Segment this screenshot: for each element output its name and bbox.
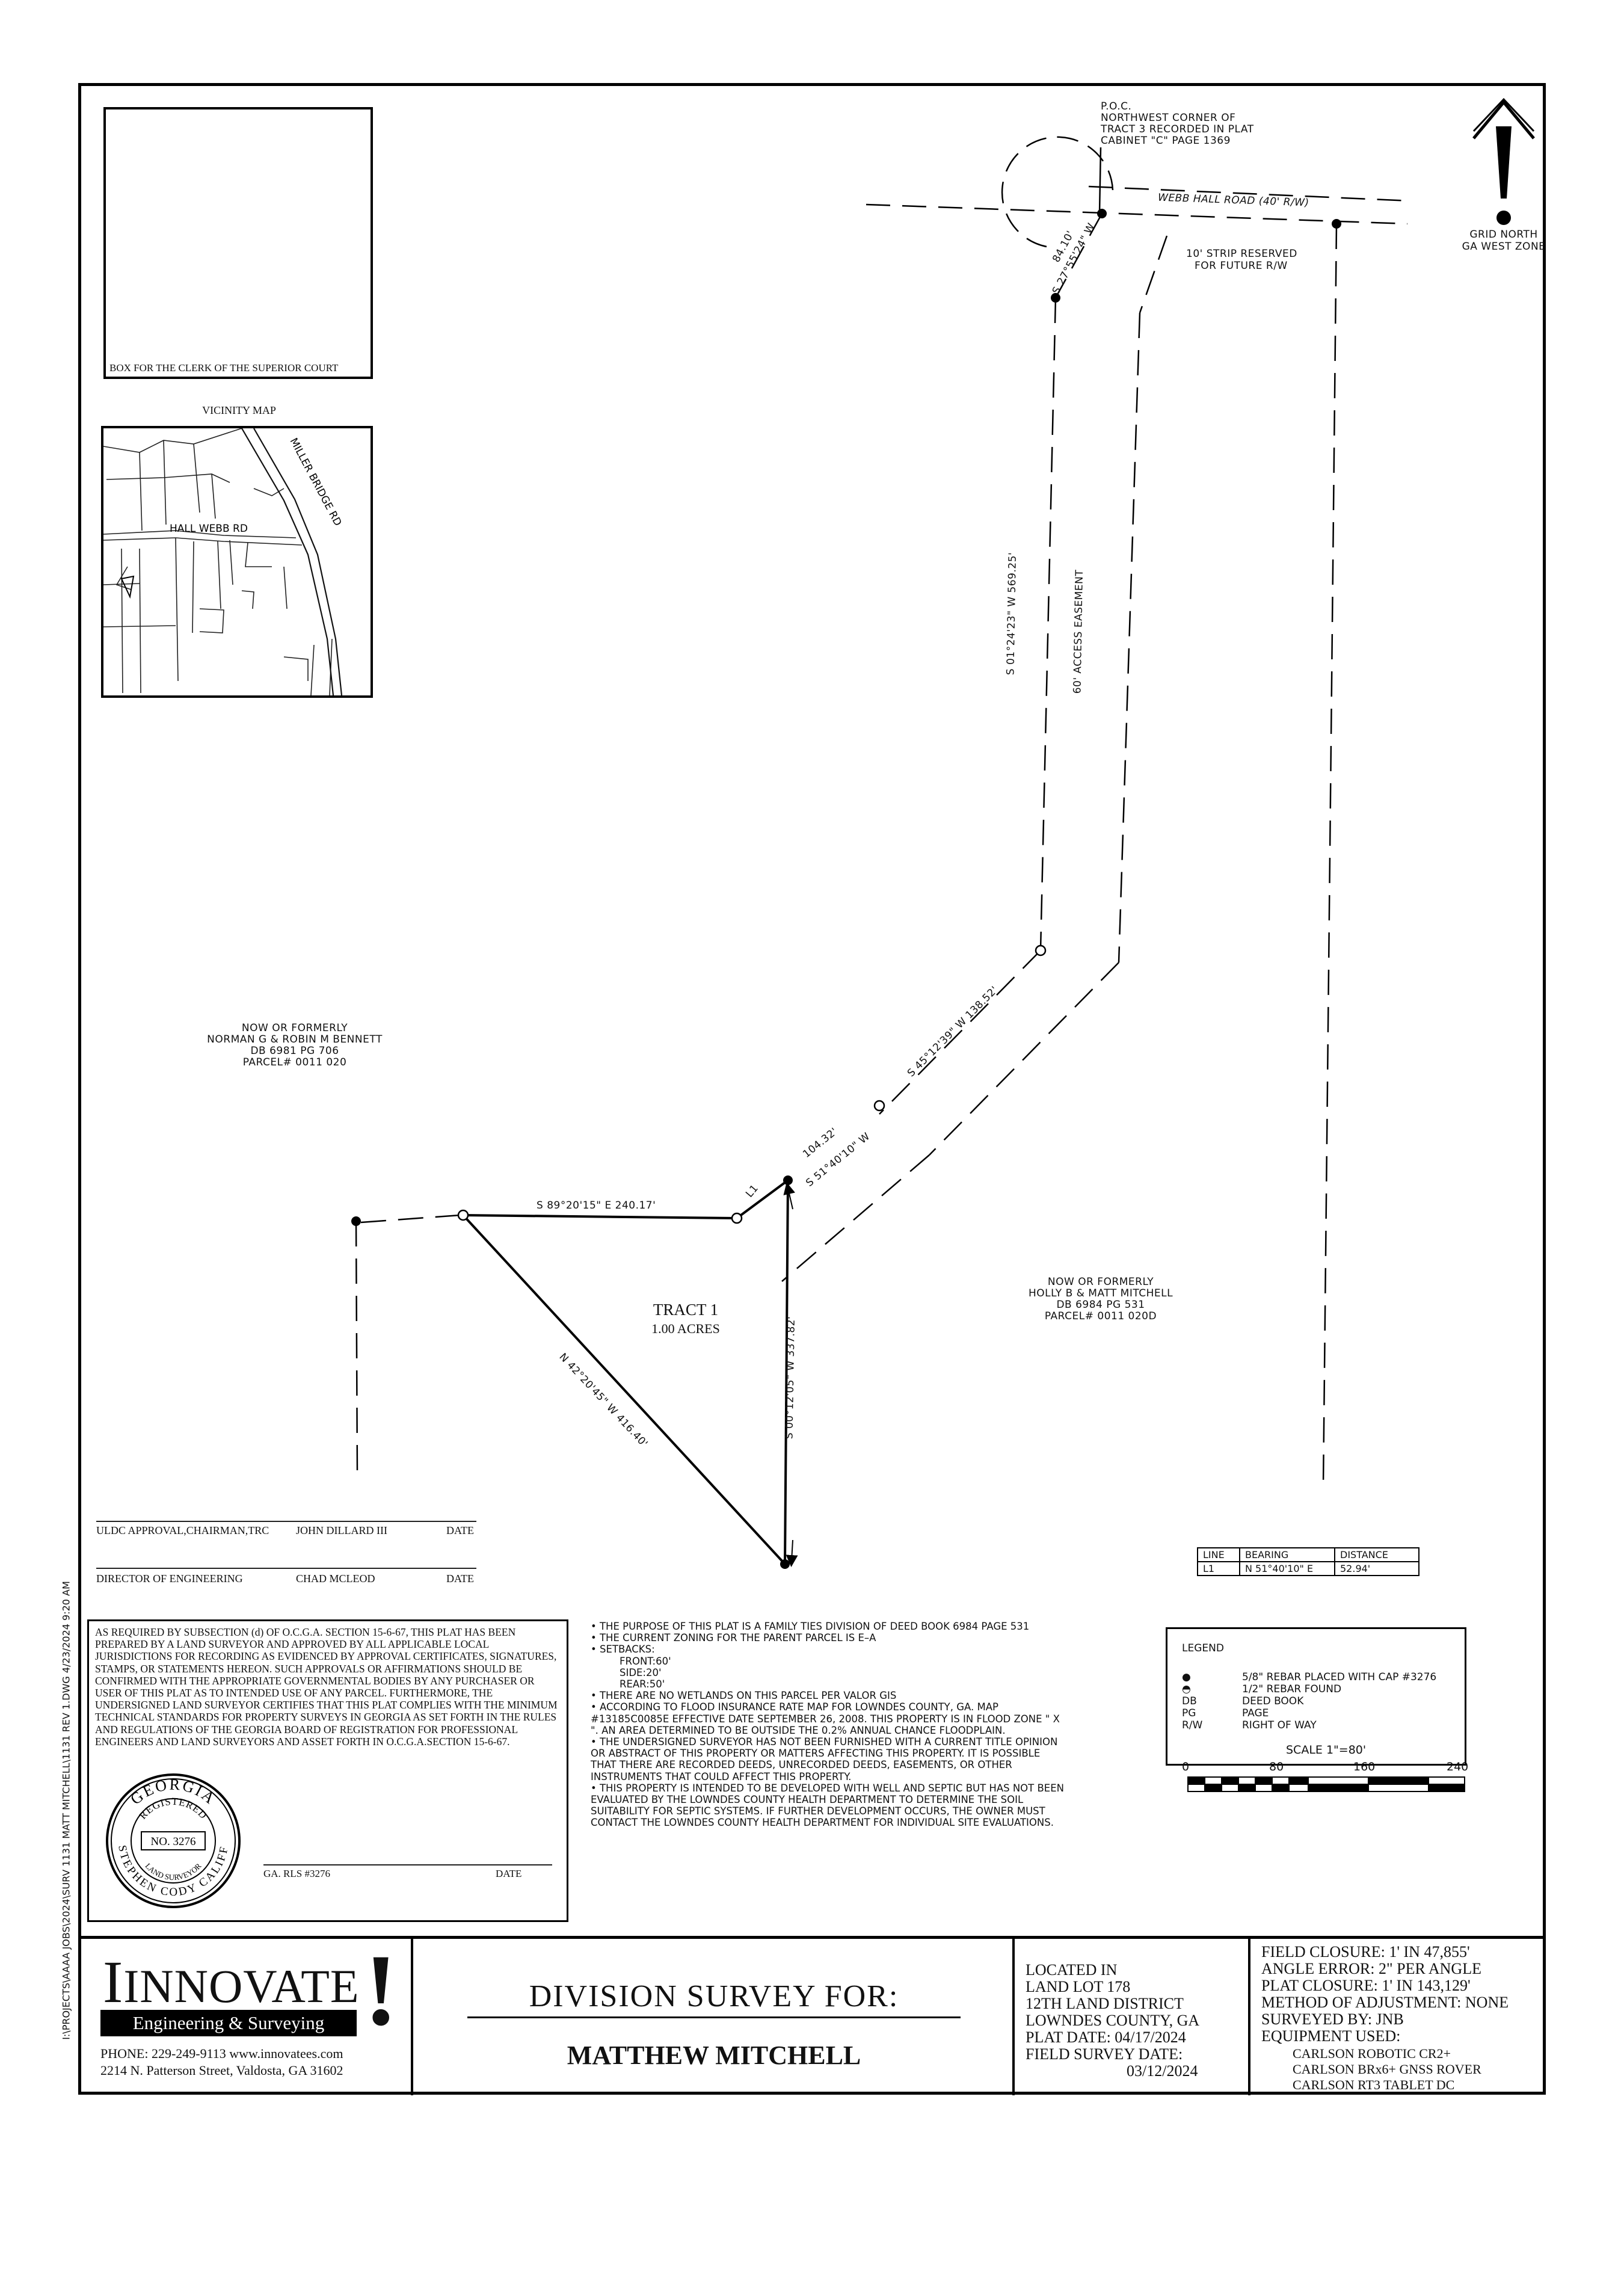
signature-name-2: CHAD MCLEOD <box>296 1573 375 1585</box>
scale-tick-80: 80 <box>1269 1760 1284 1773</box>
note-item: • THE UNDERSIGNED SURVEYOR HAS NOT BEEN … <box>591 1736 1058 1782</box>
north-arrow-icon <box>1472 97 1535 225</box>
scale-tick-0: 0 <box>1182 1760 1190 1773</box>
company-logo: IINNOVATE <box>103 1949 360 2015</box>
call-long: S 01°24'23" W 569.25' <box>1004 552 1019 676</box>
vicinity-map-drawing: MILLER BRIDGE RD HALL WEBB RD <box>103 428 343 695</box>
rls-number: GA. RLS #3276 <box>263 1868 330 1879</box>
scale-tick-240: 240 <box>1447 1760 1469 1773</box>
legend: LEGEND ●5/8" REBAR PLACED WITH CAP #3276… <box>1166 1627 1466 1766</box>
company-phone: PHONE: 229-249-9113 www.innovatees.com <box>100 2046 343 2061</box>
call-top: S 89°20'15" E 240.17' <box>537 1200 656 1212</box>
client-name: MATTHEW MITCHELL <box>567 2041 861 2070</box>
signature-role-1: ULDC APPROVAL,CHAIRMAN,TRC <box>96 1524 269 1536</box>
scale-bar <box>1187 1776 1465 1792</box>
signature-role-2: DIRECTOR OF ENGINEERING <box>96 1573 243 1585</box>
signature-line-1 <box>96 1521 476 1522</box>
vicinity-map: MILLER BRIDGE RD HALL WEBB RD <box>101 426 373 698</box>
note-item: • SETBACKS: <box>591 1644 655 1656</box>
svg-text:NO. 3276: NO. 3276 <box>151 1835 196 1848</box>
svg-text:LAND SURVEYOR: LAND SURVEYOR <box>143 1861 203 1882</box>
note-item: • THERE ARE NO WETLANDS ON THIS PARCEL P… <box>591 1690 897 1702</box>
scale-label: SCALE 1"=80' <box>1286 1743 1367 1757</box>
line-table-header: LINE BEARING DISTANCE <box>1197 1547 1419 1562</box>
cul-de-sac <box>1001 136 1114 248</box>
line-table: LINE BEARING DISTANCE L1 N 51°40'10" E 5… <box>1197 1547 1419 1576</box>
legend-item: ◓1/2" REBAR FOUND <box>1182 1683 1342 1695</box>
tract-1-boundary <box>462 1178 790 1568</box>
surveyor-seal-icon: GEORGIA REGISTERED LAND SURVEYOR STEPHEN… <box>106 1773 241 1908</box>
scale-tick-160: 160 <box>1353 1760 1376 1773</box>
note-item: • THE CURRENT ZONING FOR THE PARENT PARC… <box>591 1632 876 1644</box>
company-mark-icon: ! <box>364 1933 398 2047</box>
clerk-box-label: BOX FOR THE CLERK OF THE SUPERIOR COURT <box>109 362 339 374</box>
poc-leader <box>1098 147 1102 214</box>
vicinity-road-hall-label: HALL WEBB RD <box>170 523 248 535</box>
company-block: IINNOVATE ! Engineering & Surveying PHON… <box>81 1939 413 2095</box>
survey-title-block: DIVISION SURVEY FOR: MATTHEW MITCHELL <box>413 1939 1015 2095</box>
rls-signature-line <box>263 1864 552 1865</box>
surveyor-certificate: AS REQUIRED BY SUBSECTION (d) OF O.C.G.A… <box>87 1619 568 1922</box>
signature-name-1: JOHN DILLARD III <box>296 1524 387 1536</box>
title-block: IINNOVATE ! Engineering & Surveying PHON… <box>81 1936 1543 2095</box>
note-item: REAR:50' <box>620 1678 665 1690</box>
note-item: • THE PURPOSE OF THIS PLAT IS A FAMILY T… <box>591 1621 1030 1632</box>
certificate-text: AS REQUIRED BY SUBSECTION (d) OF O.C.G.A… <box>95 1626 558 1748</box>
clerk-box: BOX FOR THE CLERK OF THE SUPERIOR COURT <box>103 107 373 379</box>
plat-drawing <box>351 97 1535 1792</box>
general-notes: • THE PURPOSE OF THIS PLAT IS A FAMILY T… <box>591 1621 1066 1829</box>
tract-name: TRACT 1 <box>653 1301 719 1319</box>
sheet-border <box>78 83 1546 2095</box>
signature-date-1: DATE <box>446 1524 474 1536</box>
road-centerline-north <box>1088 185 1411 202</box>
easement-label: 60' ACCESS EASEMENT <box>1071 569 1086 694</box>
note-item: SIDE:20' <box>620 1666 662 1678</box>
note-item: FRONT:60' <box>620 1655 671 1667</box>
legend-title: LEGEND <box>1182 1642 1224 1654</box>
road-centerline-south <box>866 203 1408 225</box>
vicinity-map-title: VICINITY MAP <box>202 404 276 416</box>
company-address: 2214 N. Patterson Street, Valdosta, GA 3… <box>100 2063 343 2078</box>
survey-title: DIVISION SURVEY FOR: <box>467 1979 961 2018</box>
signature-line-2 <box>96 1568 476 1569</box>
note-item: • ACCORDING TO FLOOD INSURANCE RATE MAP … <box>591 1701 1060 1736</box>
company-subtitle: Engineering & Surveying <box>100 2010 357 2036</box>
rls-date: DATE <box>496 1868 522 1879</box>
tract-area: 1.00 ACRES <box>651 1321 720 1336</box>
note-item: • THIS PROPERTY IS INTENDED TO BE DEVELO… <box>591 1782 1064 1829</box>
signature-date-2: DATE <box>446 1573 474 1585</box>
call-right: S 00°12'05" W 337.82' <box>783 1316 798 1440</box>
legend-item: ●5/8" REBAR PLACED WITH CAP #3276 <box>1182 1671 1437 1683</box>
table-row: L1 N 51°40'10" E 52.94' <box>1197 1561 1419 1576</box>
location-block: LOCATED IN LAND LOT 178 12TH LAND DISTRI… <box>1015 1939 1250 2095</box>
field-data-block: FIELD CLOSURE: 1' IN 47,855' ANGLE ERROR… <box>1261 1943 1509 2092</box>
